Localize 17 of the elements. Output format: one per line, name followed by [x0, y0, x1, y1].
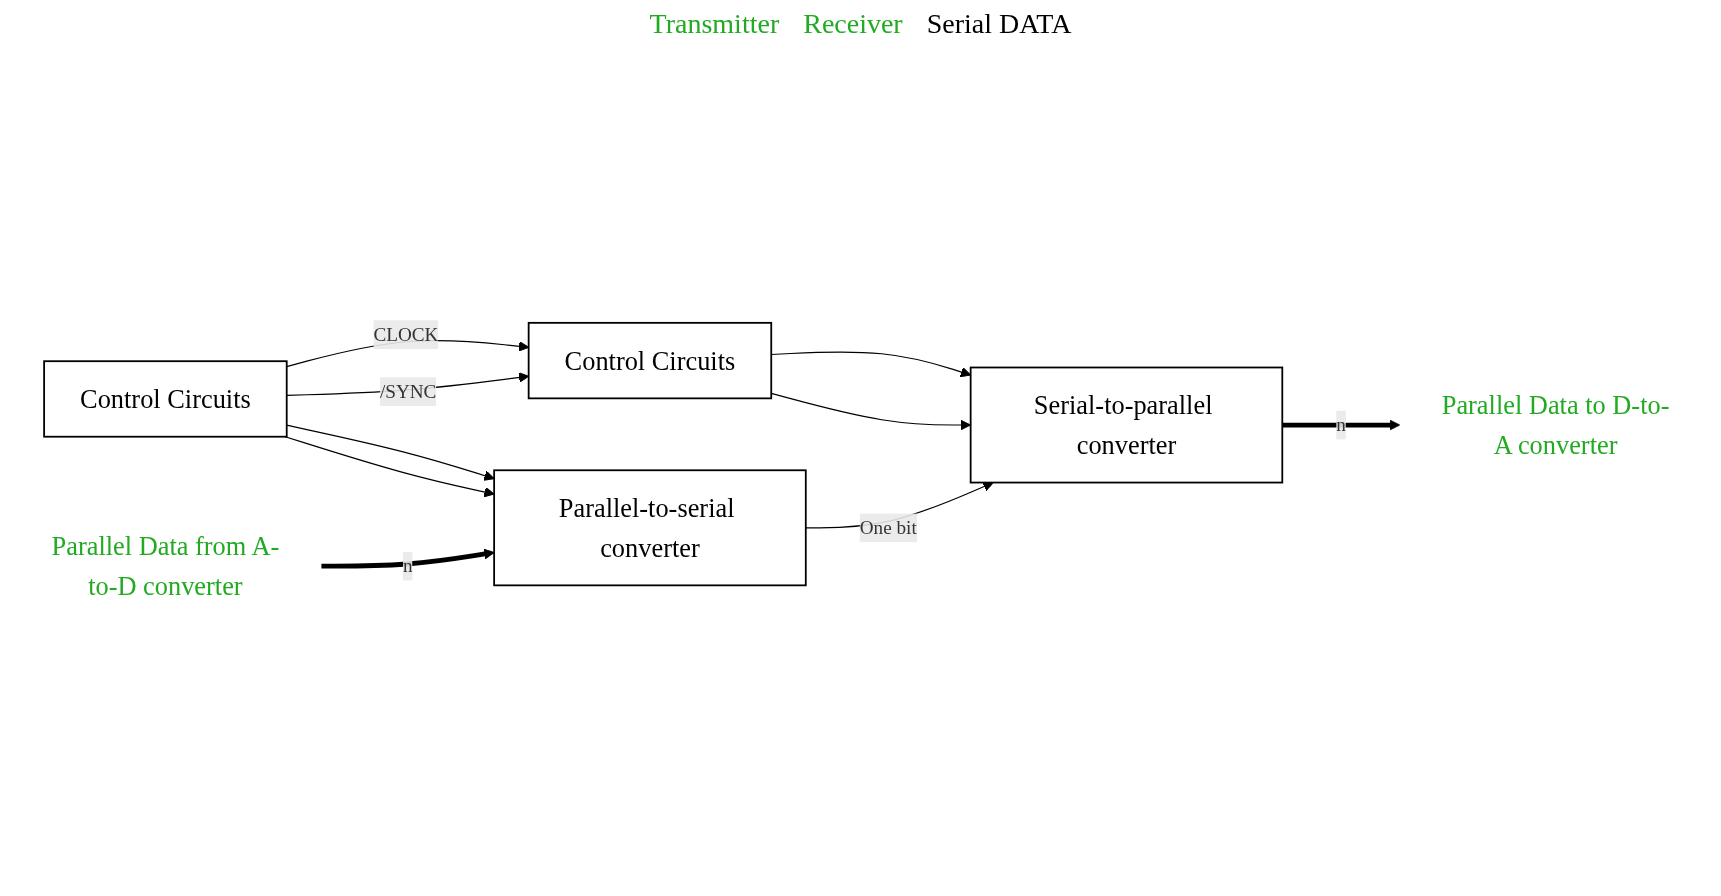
arrow [321, 548, 495, 569]
edge-label: n [1336, 414, 1346, 435]
arrow [286, 424, 495, 481]
arrow [1282, 419, 1401, 431]
edge-label: /SYNC [379, 380, 437, 402]
node-box: Control Circuits [527, 321, 773, 400]
note-text: Serial DATA [926, 8, 1072, 39]
node-box: Control Circuits [43, 360, 288, 438]
edge-label: One bit [859, 517, 917, 538]
edge-label: CLOCK [373, 323, 439, 345]
node-box: Serial-to-parallel converter [969, 366, 1284, 484]
node-text: Parallel Data to D-to-A converter [1441, 390, 1670, 460]
note-text: Receiver [803, 8, 903, 39]
node-box: Parallel-to-serial converter [493, 469, 807, 587]
node-text: Parallel Data from A-to-D converter [51, 531, 280, 601]
note-text: Transmitter [649, 8, 780, 39]
edge-label: n [402, 555, 413, 576]
